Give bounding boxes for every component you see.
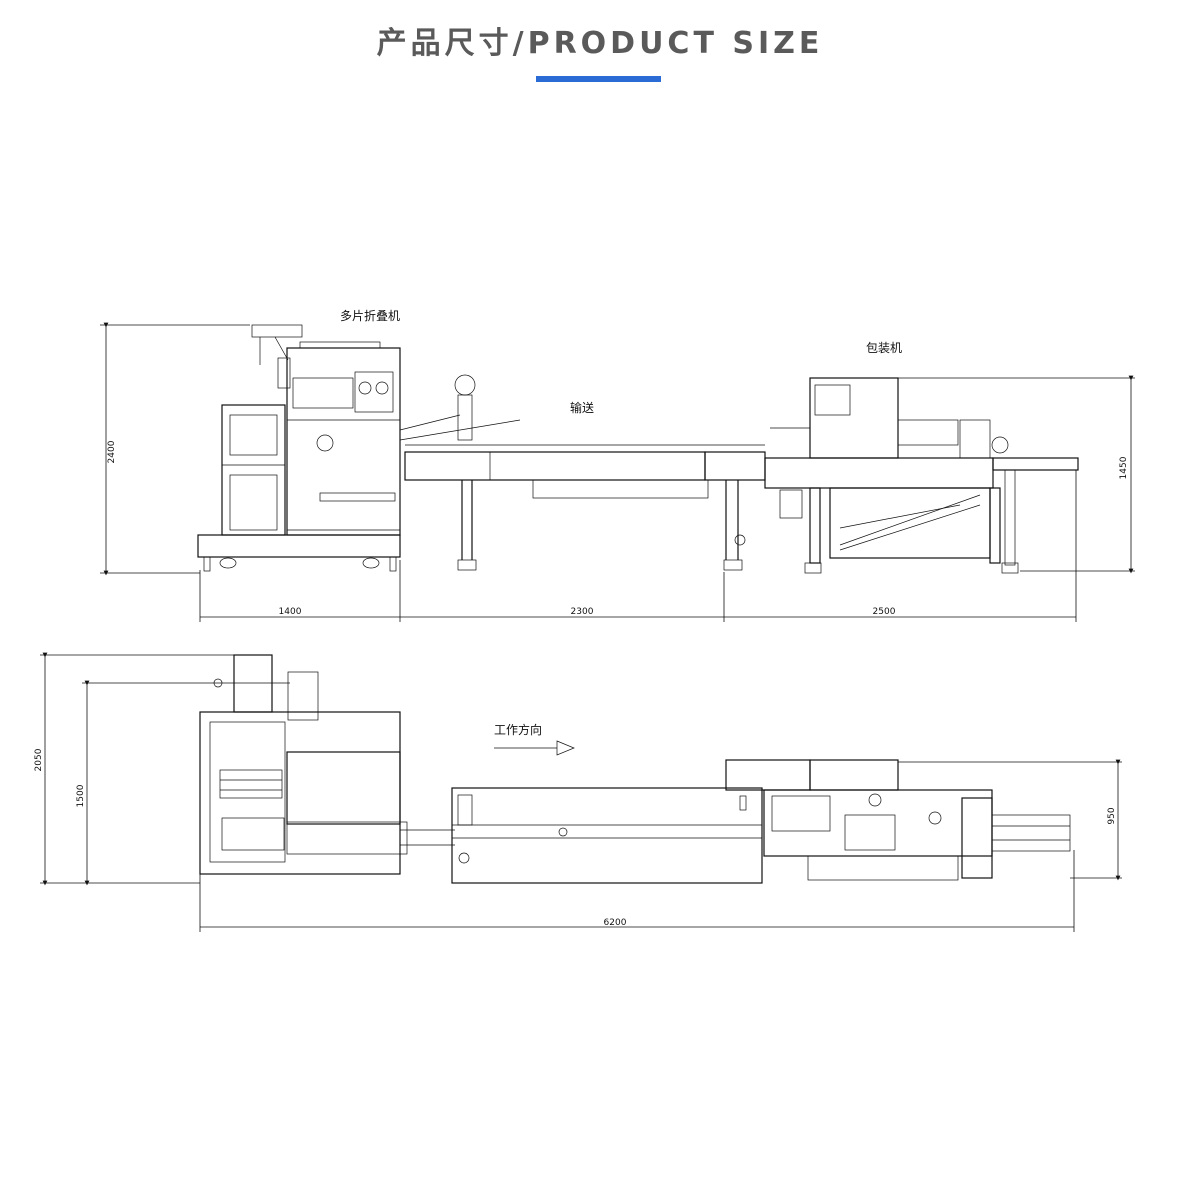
- packer-machine-side: [764, 377, 1079, 574]
- dim-bottom-row: 1400 2300 2500: [199, 470, 1077, 622]
- dim-total-length-value: 6200: [604, 918, 627, 928]
- side-view: 多片折叠机 输送 包装机 2400 1450 1400 2300 2500: [100, 308, 1135, 622]
- conveyor-top: [451, 787, 763, 884]
- dim-height-left: 2400: [100, 322, 250, 576]
- title-underline: [536, 76, 661, 82]
- label-direction: 工作方向: [494, 722, 542, 737]
- dim-height-inner: 1500: [76, 680, 212, 886]
- dim-height-left-value: 2400: [107, 440, 117, 463]
- folder-machine-top: [199, 654, 455, 875]
- dim-height-right-top-value: 950: [1107, 807, 1117, 824]
- dim-height-outer: 2050: [34, 652, 234, 886]
- direction-arrow-icon: [494, 740, 575, 756]
- dim-height-inner-value: 1500: [76, 784, 86, 807]
- top-view: 工作方向 2050 1500 950: [34, 652, 1122, 932]
- label-conveyor: 输送: [570, 400, 594, 415]
- dim-bottom-2: 2300: [571, 607, 594, 617]
- dim-height-right: 1450: [898, 375, 1135, 574]
- packer-machine-top: [725, 759, 1071, 881]
- dim-height-right-value: 1450: [1119, 456, 1129, 479]
- folder-machine-side: [197, 324, 401, 572]
- dim-bottom-1: 1400: [279, 607, 302, 617]
- dim-height-outer-value: 2050: [34, 748, 44, 771]
- dim-total-length: 6200: [199, 850, 1075, 932]
- label-folder: 多片折叠机: [340, 308, 400, 323]
- page-title: 产品尺寸/PRODUCT SIZE: [376, 26, 824, 61]
- dim-bottom-3: 2500: [873, 607, 896, 617]
- dim-height-right-top: 950: [898, 759, 1122, 881]
- label-packer: 包装机: [866, 341, 902, 355]
